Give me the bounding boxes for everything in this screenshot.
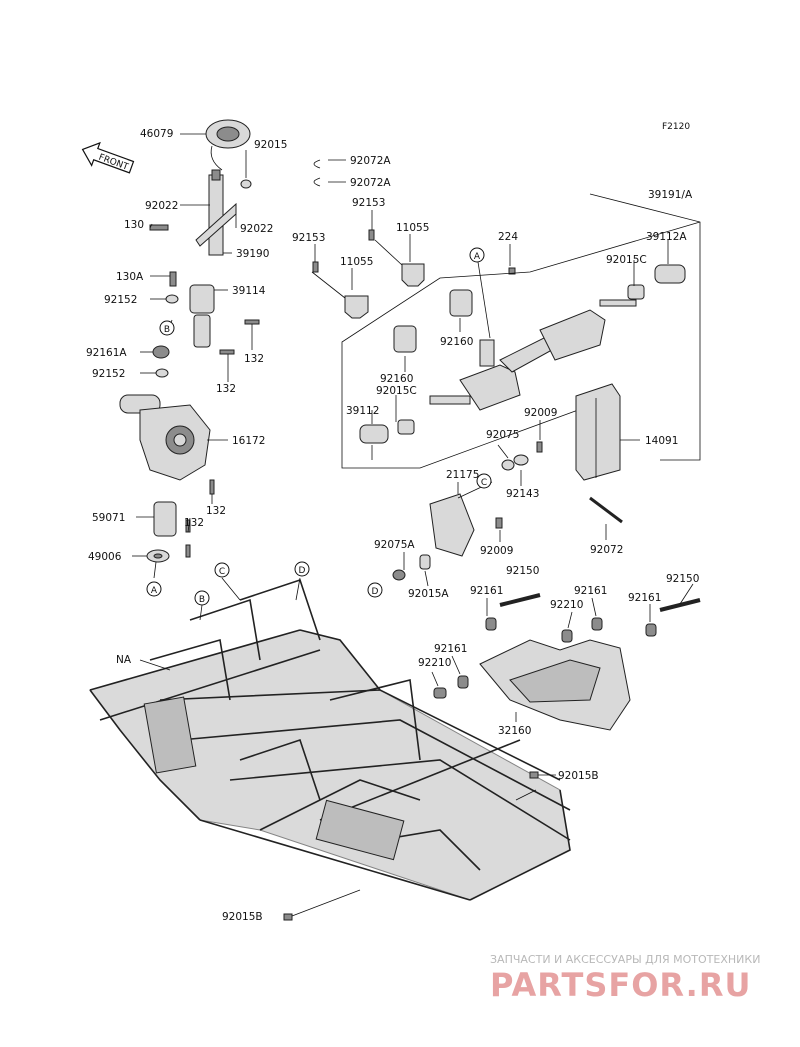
label-132-b: 132 (216, 383, 236, 395)
label-11055-right: 11055 (396, 222, 429, 234)
main-frame (89, 578, 571, 901)
part-14091-box (575, 383, 640, 540)
label-92161-c: 92161 (628, 592, 661, 604)
svg-text:D: D (299, 566, 306, 576)
label-92015a: 92015A (408, 588, 449, 600)
svg-text:C: C (481, 478, 487, 488)
label-92015b-right: 92015B (558, 770, 599, 782)
label-39114: 39114 (232, 285, 266, 297)
label-92150-right: 92150 (666, 573, 699, 585)
label-92152-bottom: 92152 (92, 368, 125, 380)
svg-text:D: D (372, 587, 379, 597)
ref-circle-a1: A (469, 247, 485, 263)
label-11055-left: 11055 (340, 256, 373, 268)
steering-column-assembly (119, 119, 260, 563)
label-92015b-left: 92015B (222, 911, 263, 923)
label-92009-bottom: 92009 (480, 545, 513, 557)
ref-circle-c1: C (476, 473, 492, 489)
label-92072a-bottom: 92072A (350, 177, 391, 189)
label-92161-b: 92161 (574, 585, 607, 597)
steering-rack-assembly (312, 159, 686, 460)
label-92015: 92015 (254, 139, 287, 151)
svg-text:C: C (219, 567, 225, 577)
label-92160-left: 92160 (380, 373, 413, 385)
diagram-code: F2120 (662, 122, 690, 132)
ref-circle-b1: B (159, 320, 175, 336)
label-16172: 16172 (232, 435, 265, 447)
svg-text:A: A (474, 252, 481, 262)
front-arrow-icon: FRONT (81, 141, 135, 174)
label-130a: 130A (116, 271, 144, 283)
label-130: 130 (124, 219, 144, 231)
svg-text:A: A (151, 586, 158, 596)
label-na: NA (116, 654, 132, 666)
label-92072: 92072 (590, 544, 623, 556)
watermark-line1: ЗАПЧАСТИ И АКСЕССУАРЫ ДЛЯ МОТОТЕХНИКИ (490, 953, 760, 966)
svg-text:B: B (199, 595, 205, 605)
label-49006: 49006 (88, 551, 122, 563)
label-92072a-top: 92072A (350, 155, 391, 167)
part-labels: 46079 92015 92022 92022 130 39190 130A 3… (86, 128, 699, 923)
label-46079: 46079 (140, 128, 173, 140)
ref-circle-a2: A (146, 581, 162, 597)
watermark-logo: PARTSFOR.RU (490, 966, 751, 1004)
ref-circle-b2: B (194, 590, 210, 606)
label-92210-left: 92210 (418, 657, 451, 669)
label-92022-left: 92022 (145, 200, 178, 212)
label-39190: 39190 (236, 248, 269, 260)
label-224: 224 (498, 231, 518, 243)
label-14091: 14091 (645, 435, 678, 447)
label-92075: 92075 (486, 429, 519, 441)
label-92161-d: 92161 (434, 643, 467, 655)
label-92150-left: 92150 (506, 565, 539, 577)
label-92143: 92143 (506, 488, 539, 500)
frame-bolts (139, 577, 556, 921)
label-59071: 59071 (92, 512, 125, 524)
leaders-rack (311, 159, 701, 469)
label-92022-right: 92022 (240, 223, 273, 235)
label-92153-left: 92153 (292, 232, 325, 244)
rear-arm-group (431, 583, 701, 731)
label-92161a: 92161A (86, 347, 127, 359)
label-132-a: 132 (244, 353, 264, 365)
label-92075a: 92075A (374, 539, 415, 551)
label-132-c: 132 (206, 505, 226, 517)
label-92015c-right: 92015C (606, 254, 647, 266)
ecu-bracket-group (392, 420, 543, 587)
ref-circle-c2: C (214, 562, 230, 578)
ref-circle-d2: D (294, 561, 310, 577)
label-39112a: 39112A (646, 231, 687, 243)
label-92210-right: 92210 (550, 599, 583, 611)
label-92161-a: 92161 (470, 585, 503, 597)
label-39112: 39112 (346, 405, 379, 417)
label-132-d: 132 (184, 517, 204, 529)
label-92009-top: 92009 (524, 407, 557, 419)
label-92153-right: 92153 (352, 197, 385, 209)
label-92015c-left: 92015C (376, 385, 417, 397)
label-32160: 32160 (498, 725, 531, 737)
ref-circle-d1: D (367, 582, 383, 598)
label-92152-top: 92152 (104, 294, 137, 306)
label-21175: 21175 (446, 469, 479, 481)
label-39191a: 39191/A (648, 189, 693, 201)
label-92160-right: 92160 (440, 336, 473, 348)
svg-text:B: B (164, 325, 170, 335)
